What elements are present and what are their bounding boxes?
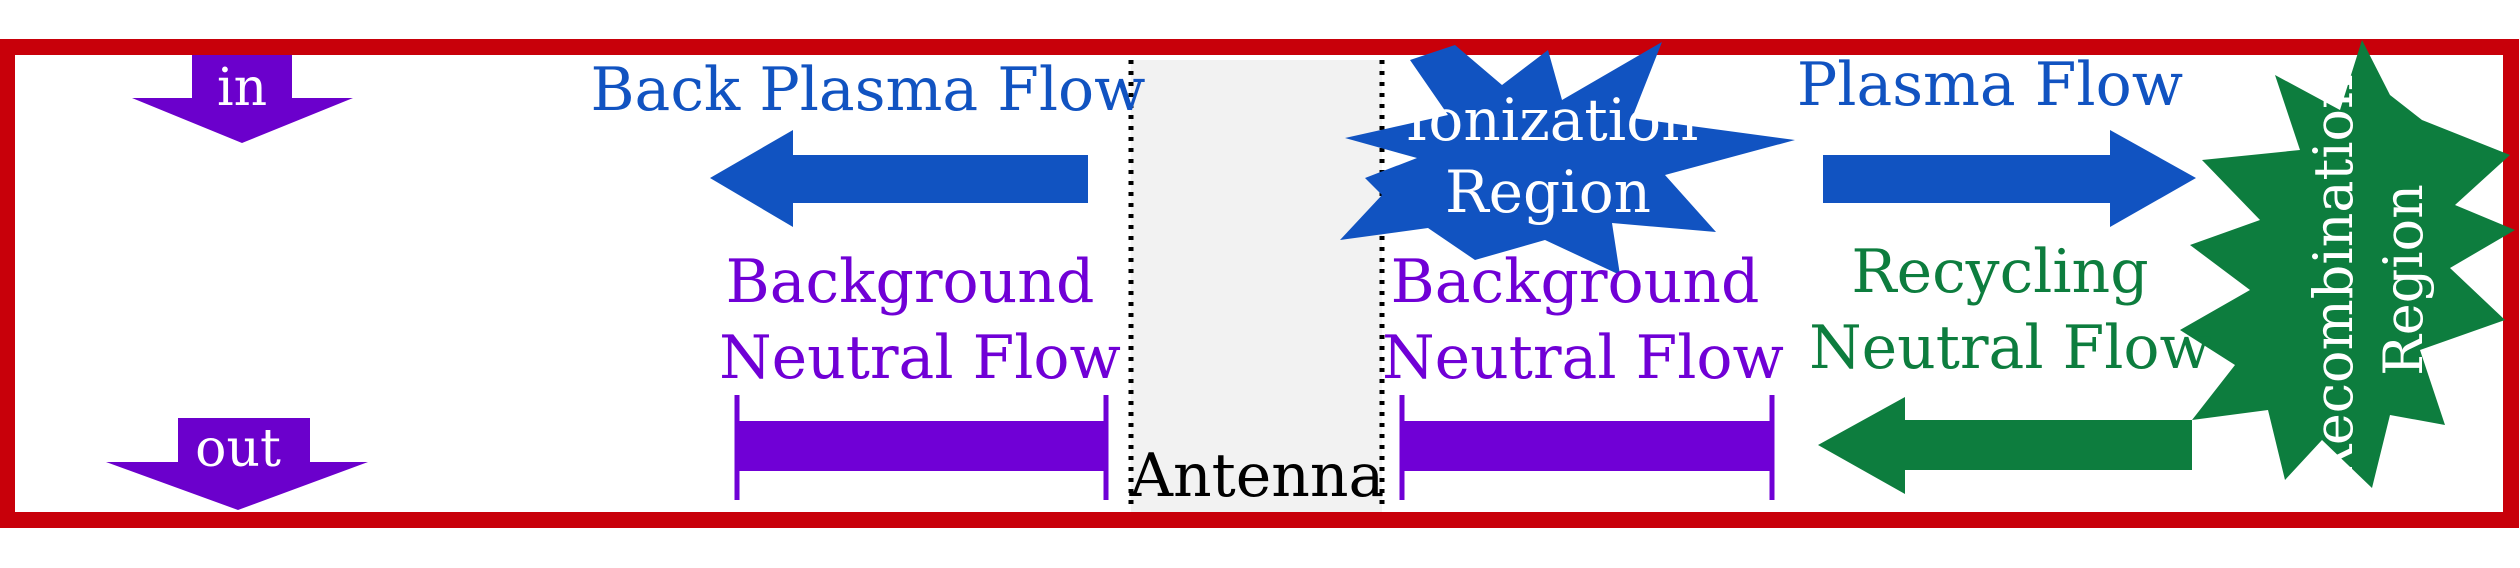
ionization-region-label-line1: Ionization bbox=[1405, 86, 1698, 154]
plasma-flow-arrow bbox=[1823, 130, 2196, 227]
recombination-region-burst bbox=[2180, 40, 2515, 488]
recycling-neutral-flow-arrow bbox=[1818, 397, 2192, 494]
recombination-region-label-line1: Recombination bbox=[2302, 74, 2365, 486]
background-neutral-flow-right-line2: Neutral Flow bbox=[1382, 323, 1784, 393]
ionization-region-label-line2: Region bbox=[1445, 158, 1651, 226]
inlet-arrow bbox=[132, 55, 353, 143]
back-plasma-flow-label: Back Plasma Flow bbox=[590, 55, 1145, 125]
recycling-neutral-flow-line2: Neutral Flow bbox=[1809, 313, 2211, 383]
recycling-neutral-flow-line1: Recycling bbox=[1851, 237, 2148, 307]
plasma-flow-label: Plasma Flow bbox=[1797, 50, 2183, 120]
back-plasma-flow-arrow bbox=[710, 130, 1088, 227]
chamber-wall bbox=[0, 39, 2519, 528]
inlet-label: in bbox=[217, 58, 267, 118]
background-neutral-flow-left-line1: Background bbox=[726, 247, 1095, 317]
background-neutral-flow-left-bar bbox=[734, 395, 1109, 500]
background-neutral-flow-left-line2: Neutral Flow bbox=[719, 323, 1121, 393]
outlet-arrow bbox=[106, 418, 368, 510]
background-neutral-flow-right-bar bbox=[1399, 395, 1775, 500]
ionization-region-burst bbox=[1340, 42, 1795, 275]
antenna-label: Antenna bbox=[1129, 441, 1385, 511]
outlet-label: out bbox=[195, 419, 281, 479]
background-neutral-flow-right-line1: Background bbox=[1391, 247, 1760, 317]
recombination-region-label-line2: Region bbox=[2372, 184, 2435, 376]
antenna-region bbox=[1131, 60, 1382, 512]
